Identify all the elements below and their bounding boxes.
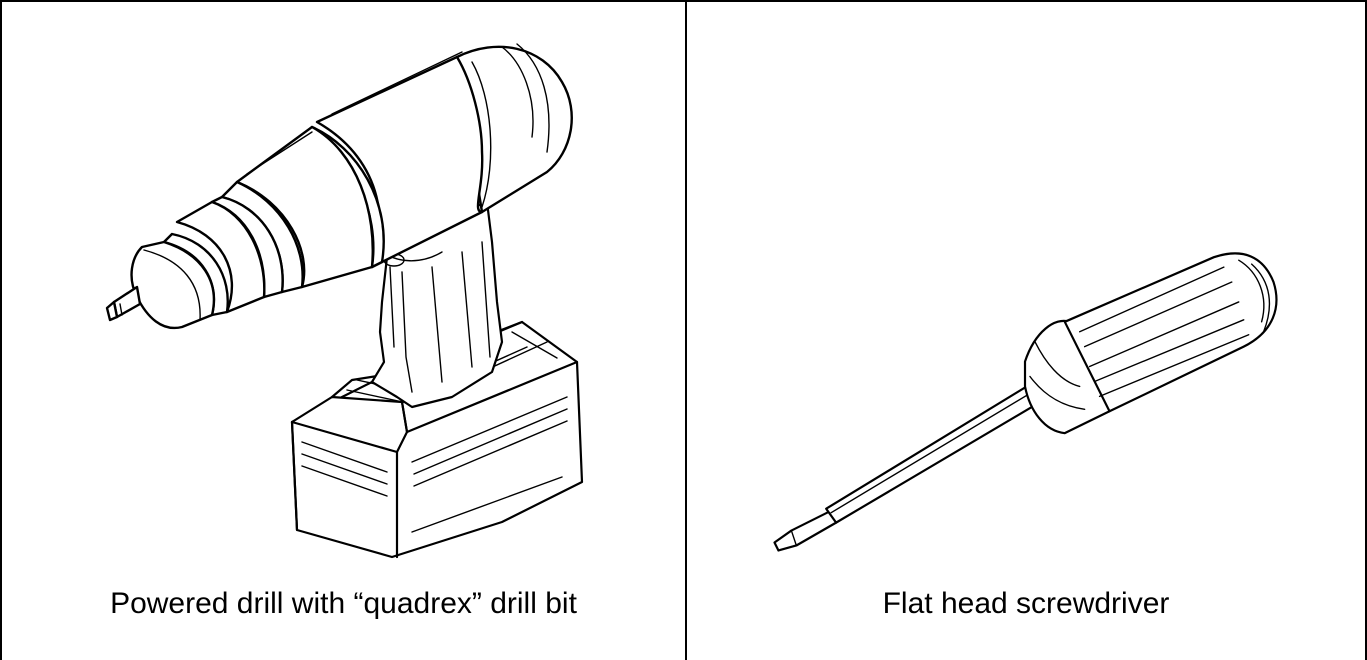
powered-drill-illustration: [2, 2, 685, 577]
column-divider: [685, 2, 687, 660]
drill-cell: Powered drill with “quadrex” drill bit: [2, 2, 685, 660]
flat-head-screwdriver-illustration: [687, 2, 1365, 577]
screwdriver-caption: Flat head screwdriver: [882, 587, 1170, 620]
screwdriver-cell: Flat head screwdriver: [687, 2, 1365, 660]
drill-caption: Powered drill with “quadrex” drill bit: [110, 587, 577, 620]
